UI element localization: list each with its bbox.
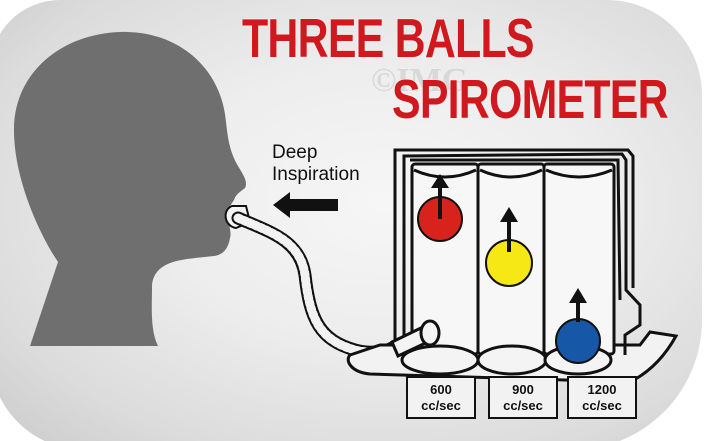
- rate-unit: cc/sec: [503, 397, 543, 413]
- rate-unit: cc/sec: [582, 397, 622, 413]
- rate-label-600: 600 cc/sec: [406, 376, 476, 419]
- rate-label-900: 900 cc/sec: [488, 376, 558, 419]
- yellow-ball: [485, 207, 533, 287]
- corrugated-tube: [231, 211, 399, 359]
- rate-value: 900: [512, 381, 534, 397]
- title-line-2: SPIROMETER: [392, 68, 669, 130]
- head-silhouette-icon: [14, 31, 247, 346]
- rate-value: 1200: [587, 381, 617, 397]
- rate-unit: cc/sec: [421, 397, 461, 413]
- caption-line-2: Inspiration: [272, 164, 360, 185]
- watermark: ©IMG: [371, 62, 469, 99]
- blue-ball: [555, 288, 601, 364]
- inlet-pipe: [390, 319, 441, 359]
- caption-line-1: Deep: [272, 142, 318, 163]
- red-ball: [417, 174, 463, 242]
- title-line-1: THREE BALLS: [242, 7, 534, 69]
- left-arrow-icon: [273, 192, 338, 218]
- device-frame: [393, 148, 642, 355]
- deep-inspiration-label: Deep Inspiration: [272, 142, 360, 186]
- rate-value: 600: [430, 381, 452, 397]
- rate-label-1200: 1200 cc/sec: [567, 376, 637, 419]
